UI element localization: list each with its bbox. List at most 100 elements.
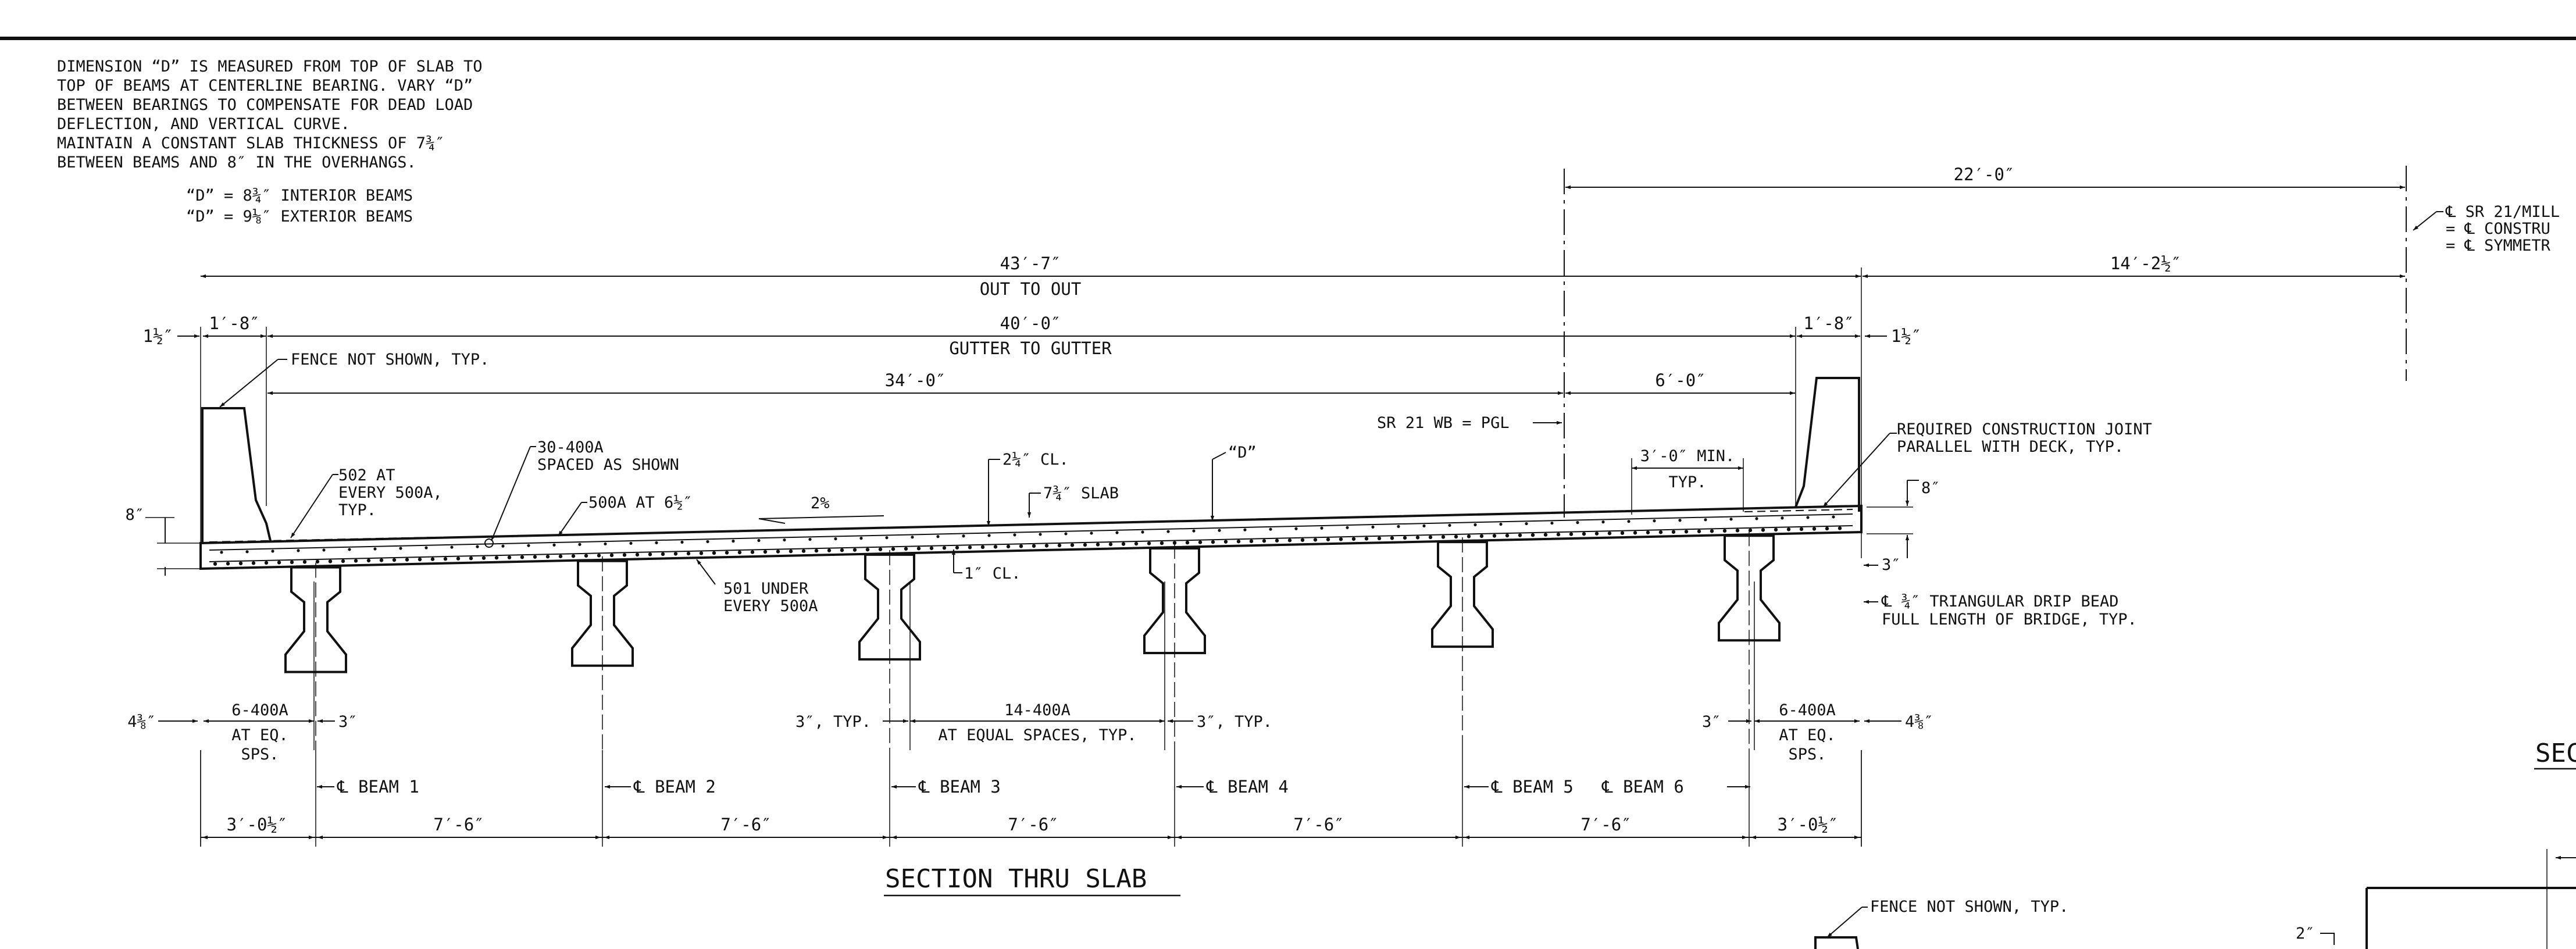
rebar-dot [852, 548, 857, 552]
rebar-dot [469, 556, 473, 561]
beam-spacing-dimensions: 3′-0½″ 7′-6″ 7′-6″ 7′-6″ 7′-6″ 7′-6″ 3′-… [200, 750, 1862, 847]
top-mat-bars [209, 513, 1853, 551]
rebar-dot [891, 547, 895, 551]
rebar-dot [1761, 528, 1765, 532]
rebar-dot [315, 559, 320, 564]
rebar-dot [980, 545, 985, 550]
note-line-7: “D” = 8¾″ INTERIOR BEAMS [186, 187, 413, 205]
drip-bead-1: ℄ ¾″ TRIANGULAR DRIP BEAD [1881, 593, 2118, 611]
three-in-right: 3″ [1882, 556, 1901, 574]
right-bars-2: AT EQ. [1779, 726, 1836, 744]
rebar-dot [1351, 537, 1356, 541]
rebar-dot [936, 535, 940, 538]
rebar-dot [1525, 522, 1528, 526]
rebar-dot [1576, 521, 1579, 525]
bars-501-2: EVERY 500A [723, 597, 818, 615]
rebar-dot [686, 551, 691, 556]
rebar-dot [1448, 523, 1451, 527]
rebar-dot [840, 548, 844, 552]
left-edge-4in: 4⅜″ [127, 713, 156, 731]
bars-500a: 500A AT 6½″ [588, 494, 693, 512]
beam-labels: ℄ BEAM 1 ℄ BEAM 2 ℄ BEAM 3 ℄ BEAM 4 ℄ BE… [317, 777, 1750, 797]
left-bars-2: AT EQ. [231, 726, 288, 744]
dim-gutter-to-gutter: 40′-0″ [1000, 313, 1061, 333]
rebar-dot [1269, 527, 1272, 531]
spacing-6: 7′-6″ [1580, 815, 1631, 834]
bars-502-2: EVERY 500A, [338, 484, 443, 502]
pgl-callout: SR 21 WB = PGL [1377, 414, 1562, 432]
rebar-dot [1185, 540, 1190, 545]
bars-502-3: TYP. [338, 501, 376, 519]
note-line-4: DEFLECTION, AND VERTICAL CURVE. [57, 115, 350, 133]
rebar-dot [1134, 541, 1139, 546]
rebar-dot [597, 554, 601, 558]
rebar-dot [1006, 544, 1011, 549]
rebar-dot [1326, 537, 1330, 541]
rebar-dot [757, 538, 761, 543]
min-3ft-label: 3′-0″ MIN. [1640, 447, 1735, 465]
rebar-dot [507, 555, 512, 559]
rebar-dot [1556, 532, 1561, 537]
rebar-dot [1735, 529, 1740, 533]
dim-roadway-6ft: 6′-0″ [1655, 370, 1706, 390]
rebar-dot [1249, 539, 1254, 543]
lower-detail: FENCE NOT SHOWN, TYP. 2″ [1814, 849, 2576, 949]
rebar-dot [1550, 521, 1554, 525]
mid-3in-left: 3″, TYP. [795, 713, 871, 731]
min-3ft-typ: TYP. [1668, 473, 1706, 491]
eight-in-left: 8″ [125, 506, 144, 524]
rebar-dot [584, 554, 588, 558]
rebar-dot [1141, 530, 1144, 534]
rebar-dot [1492, 534, 1497, 538]
rebar-dot [1159, 541, 1164, 545]
drip-bead-2: FULL LENGTH OF BRIDGE, TYP. [1882, 611, 2137, 629]
rebar-dot [789, 549, 793, 554]
rebar-dot [911, 536, 914, 539]
rebar-dot [1287, 538, 1292, 543]
rebar-dot [348, 548, 351, 551]
rebar-dot [622, 553, 627, 557]
mid-bars-1: 14-400A [1004, 701, 1071, 719]
rebar-dot [1236, 539, 1241, 544]
right-bars-1: 6-400A [1779, 701, 1836, 719]
dim-left-edge: 1½″ [143, 326, 173, 346]
rebar-dot [373, 547, 377, 551]
rebar-dot [220, 551, 223, 554]
rebar-dot [1825, 526, 1829, 531]
rebar-dot [987, 534, 991, 537]
rebar-dot [264, 561, 269, 565]
rebar-dot [1294, 527, 1298, 530]
rebar-dot [783, 538, 786, 542]
rebar-dot [366, 558, 371, 563]
rebar-dot [1147, 541, 1151, 545]
const-joint-1: REQUIRED CONSTRUCTION JOINT [1897, 420, 2152, 438]
girder-5 [1431, 541, 1494, 648]
rebar-dot [245, 550, 249, 554]
rebar-dot [1774, 527, 1778, 532]
rebar-dot [297, 549, 300, 552]
right-3in: 3″ [1702, 713, 1721, 731]
rebar-dot [929, 546, 934, 550]
deck-slab [199, 504, 1863, 570]
slab-thickness-label: 7¾″ SLAB [1043, 484, 1119, 502]
rebar-dot [1422, 524, 1426, 528]
rebar-dot [1684, 530, 1689, 534]
rebar-dot [520, 555, 525, 559]
rebar-dot [962, 534, 965, 538]
spacing-5: 7′-6″ [1293, 815, 1344, 834]
rebar-dot [732, 539, 735, 543]
rebar-dot [1530, 533, 1535, 537]
rebar-dot [750, 550, 755, 554]
left-barrier [201, 407, 272, 543]
rebar-dot [1275, 538, 1279, 543]
rebar-dot [1786, 527, 1791, 531]
spacing-ticks [200, 750, 1862, 847]
right-section-title-fragment: SEC [2535, 738, 2576, 768]
rebar-dot [673, 552, 678, 556]
clear-top-label: 2¼″ CL. [1002, 451, 1069, 469]
rebar-dot [251, 561, 256, 565]
label-gutter-to-gutter: GUTTER TO GUTTER [949, 338, 1112, 358]
bars-501-1: 501 UNDER [723, 580, 809, 598]
beam-4-label: ℄ BEAM 4 [1206, 777, 1289, 797]
rebar-dot [1838, 526, 1842, 530]
